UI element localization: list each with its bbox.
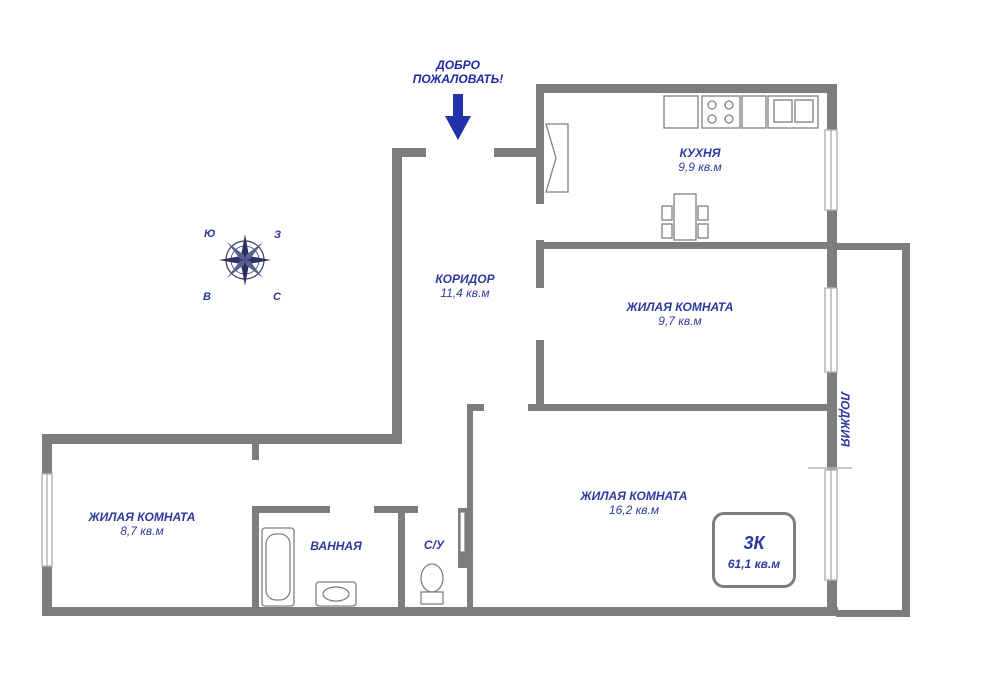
kitchen-label: КУХНЯ 9,9 кв.м (640, 146, 760, 174)
living-room-3-area: 8,7 кв.м (120, 524, 164, 538)
bathtub-icon (261, 527, 295, 607)
summary-badge: 3К 61,1 кв.м (712, 512, 796, 588)
welcome-line-2: ПОЖАЛОВАТЬ! (412, 72, 504, 86)
compass-label-nw: Ю (204, 228, 216, 240)
corridor-name: КОРИДОР (435, 272, 495, 286)
toilet-label: С/У (423, 538, 445, 552)
dining-table-icon (661, 193, 709, 241)
windows (41, 129, 852, 581)
kitchen-furniture (545, 95, 819, 241)
toilet-pipe (459, 511, 466, 553)
sink-basin (315, 581, 357, 607)
bathroom-label: ВАННАЯ (310, 539, 362, 553)
range-hood (545, 123, 569, 193)
living-room-1-label: ЖИЛАЯ КОМНАТА 9,7 кв.м (600, 300, 760, 328)
kitchen-name: КУХНЯ (679, 146, 721, 160)
living-room-1-name: ЖИЛАЯ КОМНАТА (626, 300, 734, 314)
compass-label-ne: З (274, 229, 282, 241)
living-room-2-name: ЖИЛАЯ КОМНАТА (580, 489, 688, 503)
stove-icon (701, 95, 741, 129)
loggia-label: ЛОДЖИЯ (838, 392, 852, 447)
sink-icon (767, 95, 819, 129)
living-room-3-label: ЖИЛАЯ КОМНАТА 8,7 кв.м (62, 510, 222, 538)
down-arrow-icon (445, 94, 471, 140)
kitchen-area: 9,9 кв.м (678, 160, 722, 174)
compass-rose-icon (219, 234, 271, 286)
compass-label-sw: В (203, 291, 211, 303)
welcome-line-1: ДОБРО (436, 58, 480, 72)
living-room-2-area: 16,2 кв.м (608, 503, 660, 517)
compass-label-se: С (273, 291, 281, 303)
toilet-icon (420, 563, 444, 605)
fridge (663, 95, 699, 129)
total-area: 61,1 кв.м (727, 557, 781, 571)
living-room-1-area: 9,7 кв.м (658, 314, 702, 328)
living-room-3-name: ЖИЛАЯ КОМНАТА (88, 510, 196, 524)
corridor-label: КОРИДОР 11,4 кв.м (405, 272, 525, 300)
living-room-2-label: ЖИЛАЯ КОМНАТА 16,2 кв.м (554, 489, 714, 517)
welcome-text: ДОБРО ПОЖАЛОВАТЬ! (398, 58, 518, 86)
bath-fixtures (261, 511, 466, 607)
room-count: 3К (743, 533, 765, 553)
corridor-area: 11,4 кв.м (440, 286, 490, 300)
